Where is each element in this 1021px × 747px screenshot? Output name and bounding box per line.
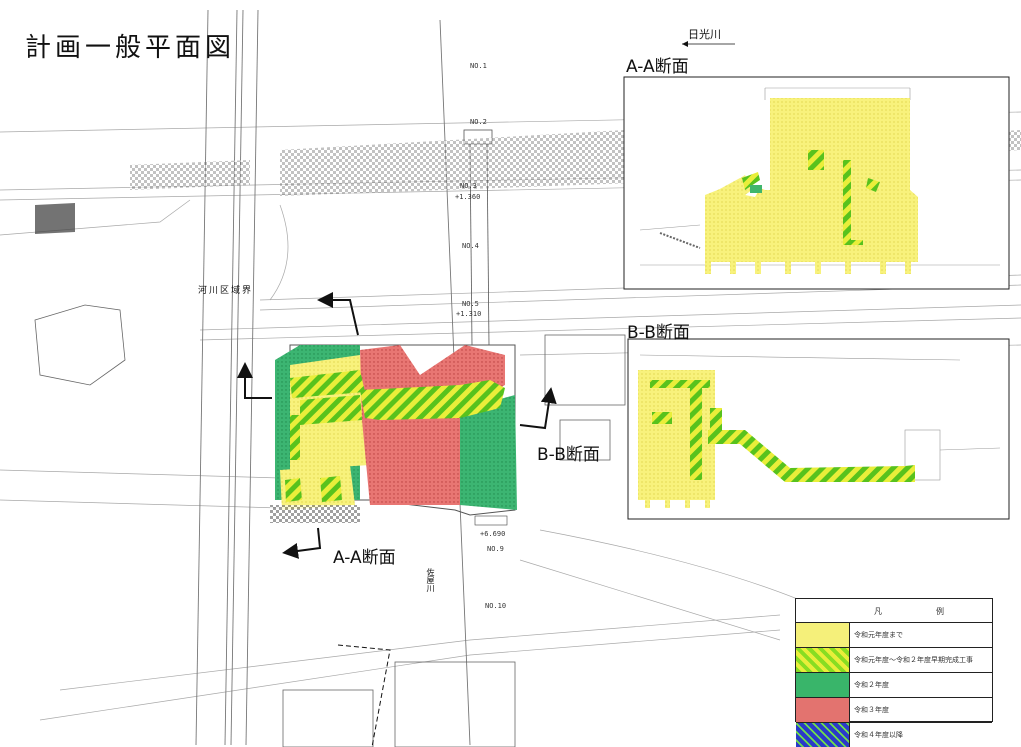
legend-item-label: 令和元年度まで xyxy=(854,631,903,639)
station-label: NO.10 xyxy=(485,602,507,610)
bb-section-box xyxy=(627,338,1010,520)
legend-swatch-blue xyxy=(796,723,850,747)
legend: 凡 例 令和元年度まで 令和元年度～令和２年度早期完成工事 令和２年度 令和３年… xyxy=(795,598,993,747)
boundary-line xyxy=(337,644,391,747)
section-aa-plan-label: A-A断面 xyxy=(333,548,396,568)
legend-item-label: 令和元年度～令和２年度早期完成工事 xyxy=(854,656,973,664)
legend-row: 令和元年度～令和２年度早期完成工事 xyxy=(796,648,992,673)
station-label: NO.3 xyxy=(460,182,477,190)
station-label: NO.4 xyxy=(462,242,479,250)
river-name-label: 日光川 xyxy=(688,28,721,41)
elevation-label: +1.310 xyxy=(456,310,482,318)
station-label: NO.2 xyxy=(470,118,487,126)
legend-swatch-yellow xyxy=(796,623,850,647)
legend-swatch-stripe xyxy=(796,648,850,672)
station-label: NO.9 xyxy=(487,545,504,553)
legend-row: 令和２年度 xyxy=(796,673,992,698)
construction-phases-plan xyxy=(270,344,517,526)
station-label: NO.5 xyxy=(462,300,479,308)
legend-item-label: 令和４年度以降 xyxy=(854,731,903,739)
section-arrows xyxy=(237,292,557,559)
section-bb-plan-label: B-B断面 xyxy=(537,445,600,465)
station-label: NO.1 xyxy=(470,62,487,70)
section-aa-title-label: A-A断面 xyxy=(626,57,689,77)
legend-item-label: 令和３年度 xyxy=(854,706,889,714)
legend-swatch-green xyxy=(796,673,850,697)
legend-header-right: 例 xyxy=(936,607,944,616)
saya-river-label: 佐屋川 xyxy=(426,568,435,592)
aa-section-box xyxy=(623,76,1010,290)
legend-swatch-red xyxy=(796,698,850,722)
buildings xyxy=(34,304,626,747)
legend-header: 凡 例 xyxy=(796,599,992,623)
legend-row: 令和４年度以降 xyxy=(796,723,992,747)
elevation-label: +6.690 xyxy=(480,530,506,538)
river-zone-boundary-label: 河川区域界 xyxy=(198,286,254,296)
elevation-label: +1.360 xyxy=(455,193,481,201)
section-bb-title-label: B-B断面 xyxy=(627,323,690,343)
legend-row: 令和３年度 xyxy=(796,698,992,723)
legend-item-label: 令和２年度 xyxy=(854,681,889,689)
drawing-title: 計画一般平面図 xyxy=(25,33,236,63)
legend-header-left: 凡 xyxy=(874,607,882,616)
base-linework xyxy=(0,111,1021,721)
river-direction-arrow xyxy=(682,41,735,47)
legend-row: 令和元年度まで xyxy=(796,623,992,648)
